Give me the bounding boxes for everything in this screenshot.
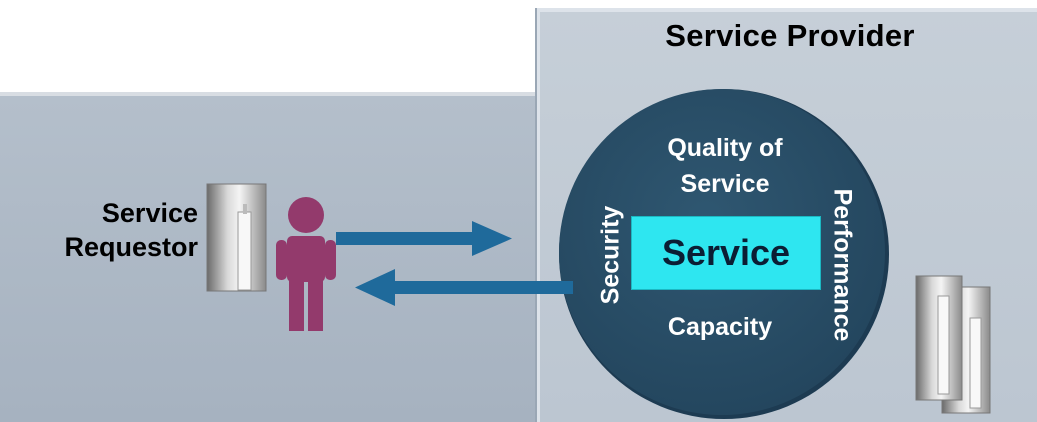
performance-label: Performance (828, 188, 857, 342)
quality-of-service-label: Quality of Service (635, 130, 815, 202)
requestor-label-line1: Service (101, 198, 198, 228)
qos-line2: Service (680, 170, 770, 198)
service-label: Service (661, 232, 791, 273)
person-icon (276, 197, 336, 331)
capacity-label: Capacity (667, 313, 773, 341)
request-arrow-icon (336, 221, 512, 256)
requestor-server-icon (206, 183, 267, 292)
service-box: Service (631, 216, 821, 290)
service-provider-title: Service Provider (665, 18, 915, 53)
qos-line1: Quality of (667, 134, 783, 162)
service-requestor-label: Service Requestor (10, 196, 198, 264)
requestor-label-line2: Requestor (64, 232, 198, 262)
provider-servers-icon (915, 275, 991, 414)
response-arrow-icon (355, 269, 573, 306)
security-label: Security (596, 205, 625, 305)
